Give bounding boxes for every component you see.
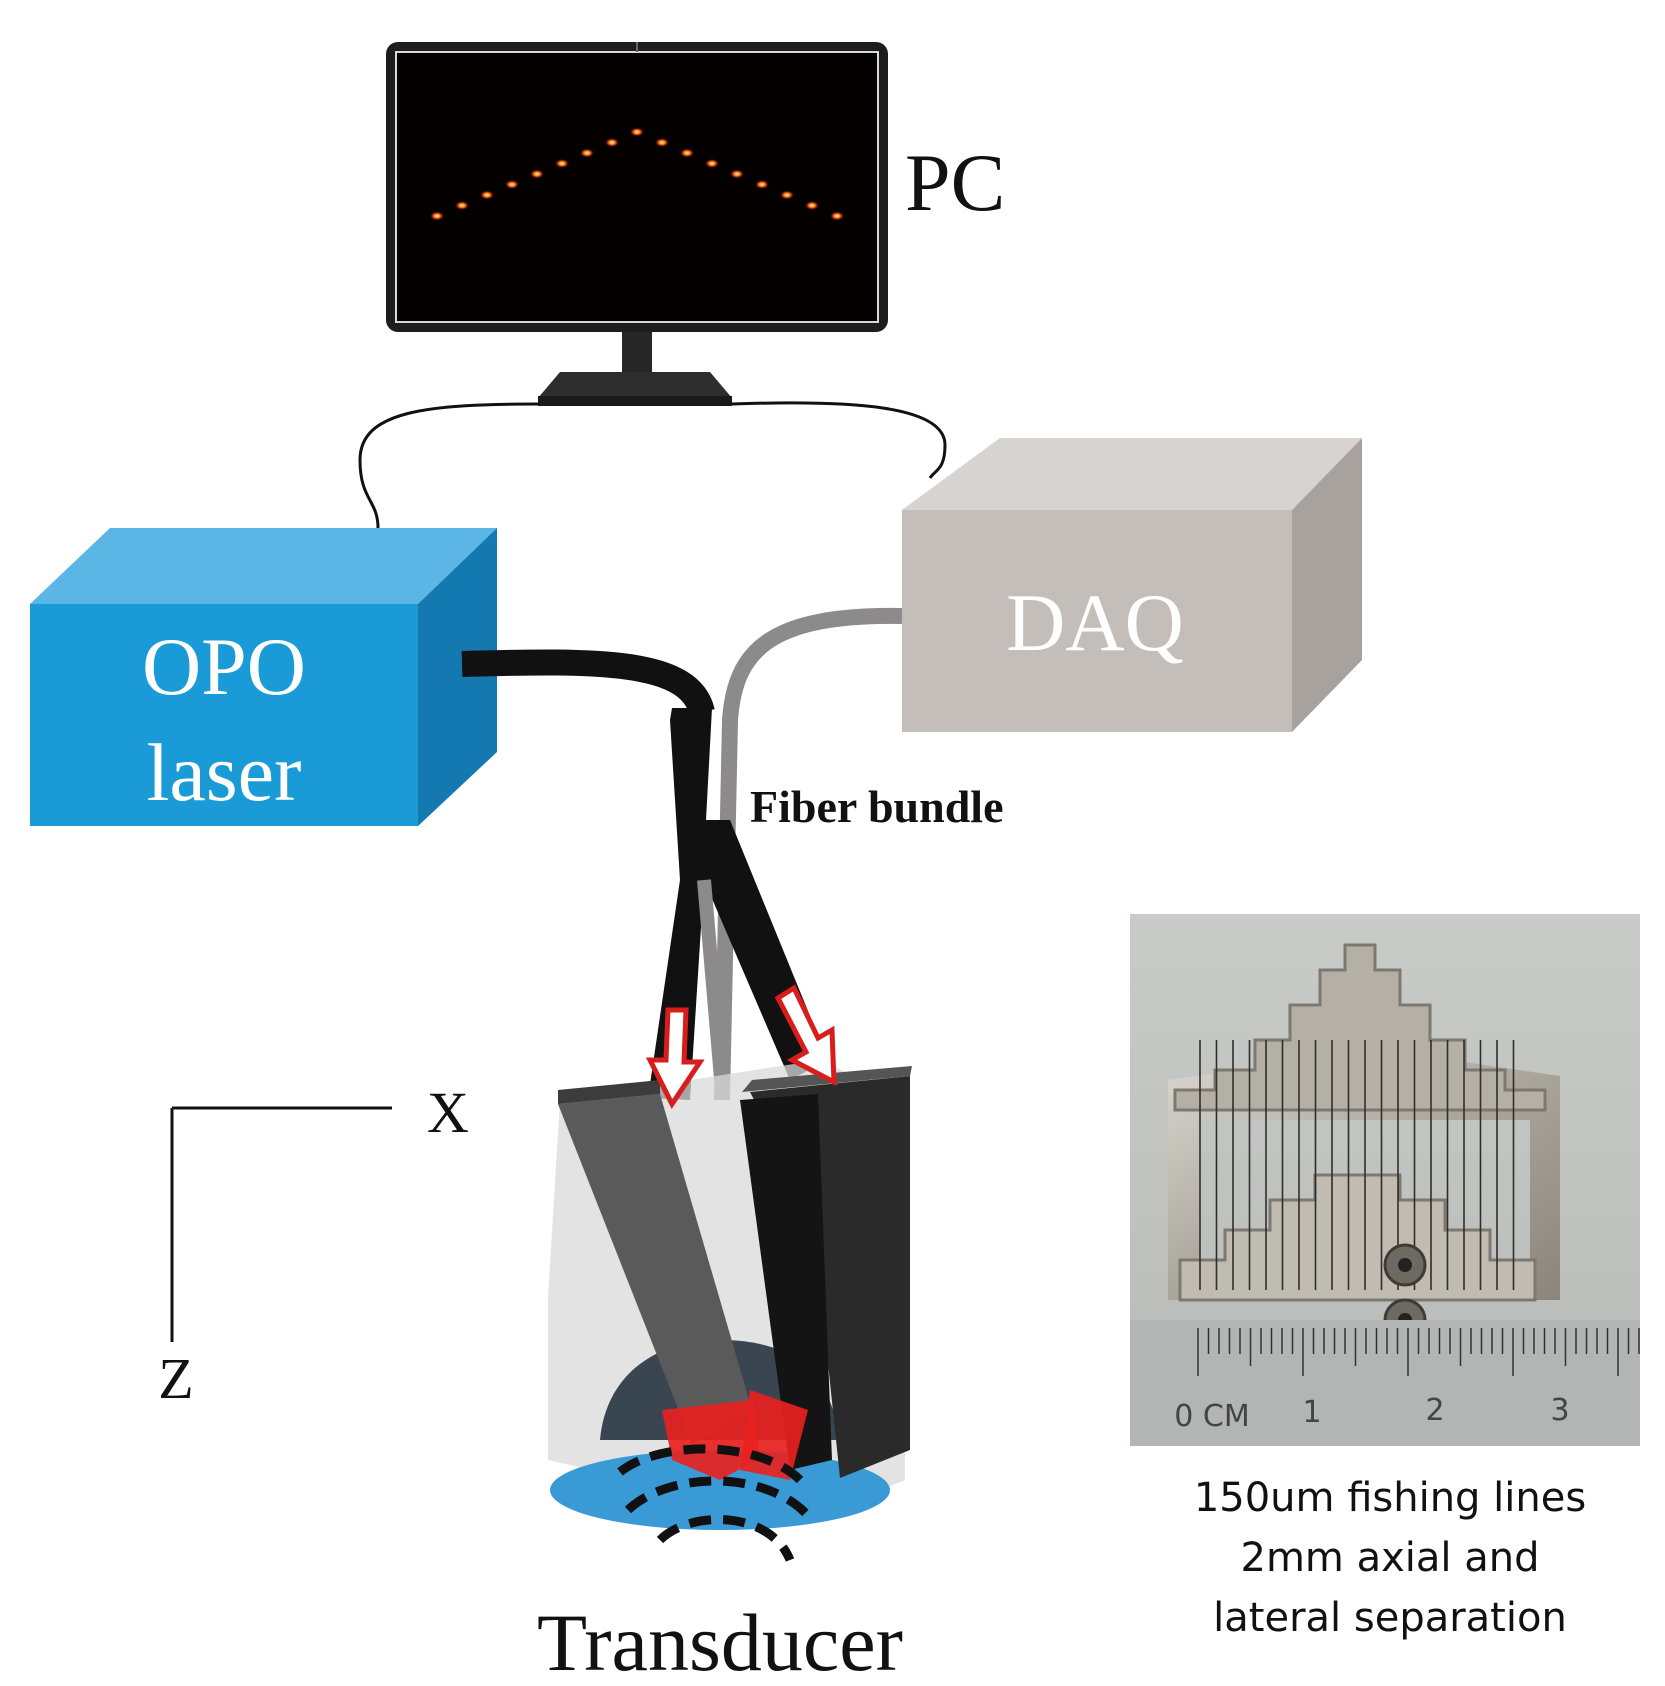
bottom-step-comb <box>1178 1173 1537 1302</box>
opo-laser-box <box>30 528 497 826</box>
pc-label: PC <box>905 137 1005 228</box>
ruler-label-2: 2 <box>1425 1393 1444 1428</box>
image-dot <box>555 159 569 168</box>
ruler-label-1: 1 <box>1302 1395 1321 1430</box>
right-prism <box>750 1076 910 1478</box>
z-axis-label: Z <box>158 1346 193 1411</box>
top-step-comb <box>1173 943 1547 1112</box>
daq-label: DAQ <box>1006 577 1184 668</box>
daq-top-face <box>902 438 1362 510</box>
light-beam-left <box>662 1400 760 1480</box>
laser-fiber-bundle <box>461 649 715 717</box>
laser-label: laser <box>147 727 302 818</box>
x-axis-label: X <box>427 1080 469 1145</box>
ruler-ticks <box>1197 1328 1640 1376</box>
transducer-label: Transducer <box>537 1597 903 1686</box>
phantom-caption-line-2: 2mm axial and <box>1240 1535 1540 1581</box>
daq-box <box>902 438 1362 732</box>
cable-pc-to-daq <box>731 401 947 479</box>
acoustic-wave-1 <box>617 1444 804 1484</box>
xz-axes <box>170 1106 392 1342</box>
monitor-base <box>538 372 732 398</box>
image-dot <box>730 169 744 179</box>
laser-front-face <box>30 604 418 826</box>
image-dot <box>830 211 844 221</box>
acoustic-wave-2 <box>624 1476 814 1522</box>
fiber-bundle-label: Fiber bundle <box>750 781 1004 832</box>
phantom-caption-line-3: lateral separation <box>1213 1595 1567 1641</box>
image-dot <box>580 148 594 158</box>
photoacoustic-image <box>430 127 844 221</box>
image-dot <box>505 180 519 189</box>
image-dot <box>780 190 794 200</box>
image-dot <box>655 138 669 147</box>
ruler-label-3: 3 <box>1550 1393 1569 1428</box>
image-dot <box>480 190 494 200</box>
left-prism <box>558 1094 752 1444</box>
image-dot <box>430 211 444 221</box>
light-direction-arrow-left <box>645 1007 705 1109</box>
image-dot <box>605 138 619 147</box>
image-dot <box>755 180 769 189</box>
laser-side-face <box>418 528 497 826</box>
pc-monitor <box>386 42 888 406</box>
image-dot <box>805 201 819 210</box>
opo-label: OPO <box>142 621 306 712</box>
monitor-screen <box>395 51 879 323</box>
daq-side-face <box>1292 438 1362 732</box>
laser-top-face <box>30 528 497 604</box>
image-dot <box>530 169 544 179</box>
ruler-label-0: 0 CM <box>1174 1399 1249 1434</box>
image-dot <box>455 201 469 210</box>
acoustic-wave-3 <box>656 1515 795 1562</box>
cable-pc-to-laser <box>358 402 541 529</box>
daq-front-face <box>902 510 1292 732</box>
phantom-photo: 0 CM 1 2 3 <box>1130 914 1640 1446</box>
cable-daq-to-transducer <box>714 607 903 1101</box>
image-dot <box>630 127 644 137</box>
transducer <box>548 1060 912 1562</box>
image-dot <box>680 148 694 158</box>
light-direction-arrow-right <box>774 984 837 1087</box>
phantom-caption-line-1: 150um fishing lines <box>1193 1475 1587 1521</box>
image-dot <box>705 159 719 168</box>
